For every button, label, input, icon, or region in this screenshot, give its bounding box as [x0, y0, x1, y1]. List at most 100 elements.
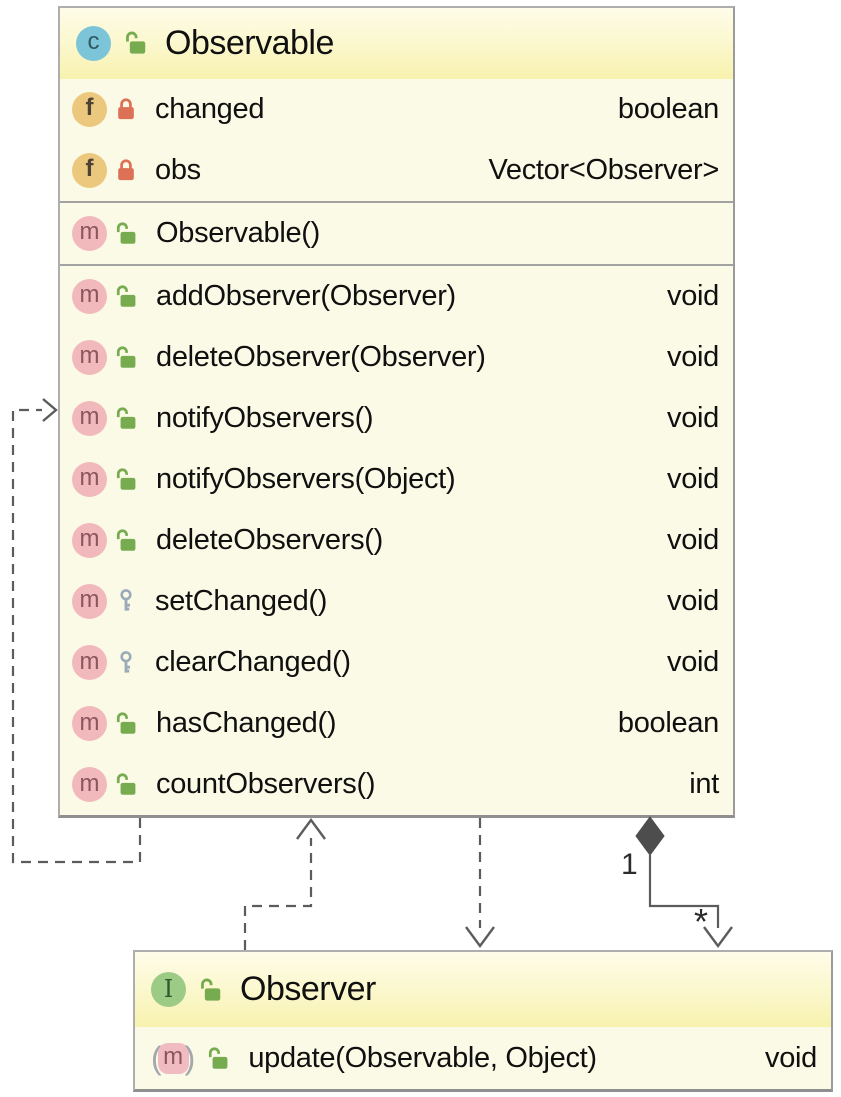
member-row[interactable]: m clearChanged() void [60, 632, 733, 693]
method-icon: m [72, 706, 107, 742]
arrowhead [703, 926, 733, 949]
member-name: hasChanged() [156, 707, 337, 740]
member-row[interactable]: ( m ) update(Observable, Object) void [135, 1027, 831, 1089]
class-icon: c [76, 25, 111, 61]
member-row[interactable]: m Observable() [60, 203, 733, 264]
member-row[interactable]: m hasChanged() boolean [60, 693, 733, 754]
method-icon: m [72, 339, 107, 375]
member-type: void [667, 646, 719, 678]
member-kind-letter: m [163, 1043, 184, 1071]
member-kind-letter: f [85, 155, 94, 183]
interface-title: Observer [240, 970, 376, 1009]
section-separator [60, 263, 733, 266]
member-row[interactable]: f obs Vector<Observer> [60, 140, 733, 201]
lock-open-icon [116, 773, 136, 795]
member-type: int [689, 768, 719, 801]
member-row[interactable]: m notifyObservers() void [60, 388, 733, 449]
member-name: setChanged() [155, 584, 328, 617]
dashed-line [11, 408, 142, 864]
aggregation-edge[interactable]: 1 * [621, 816, 733, 949]
member-name: changed [155, 92, 265, 125]
lock-open-icon [116, 468, 136, 490]
member-type: void [667, 462, 719, 495]
member-type: void [765, 1041, 817, 1074]
lock-open-icon [116, 346, 136, 368]
observer-to-observable-dependency-edge[interactable] [243, 817, 326, 950]
method-icon: m [72, 645, 107, 680]
member-kind-letter: m [79, 586, 100, 614]
member-kind-letter: m [79, 218, 100, 246]
lock-closed-icon [118, 98, 134, 120]
member-type: Vector<Observer> [488, 153, 719, 186]
member-row[interactable]: m countObservers() int [60, 754, 733, 815]
member-row[interactable]: m addObserver(Observer) void [60, 266, 733, 327]
method-icon: m [72, 215, 107, 251]
member-name: notifyObservers() [156, 401, 374, 434]
key-icon [120, 650, 132, 673]
method-icon: m [72, 522, 107, 558]
observable-to-observer-dependency-edge[interactable] [465, 818, 495, 949]
member-kind-letter: m [79, 708, 100, 736]
member-kind-letter: m [79, 403, 100, 431]
member-row[interactable]: m setChanged() void [60, 571, 733, 632]
lock-open-icon [209, 1047, 228, 1069]
observer-header[interactable]: I Observer [135, 952, 831, 1028]
member-type: void [667, 401, 719, 434]
observable-class-node[interactable]: c Observable f chang [58, 6, 735, 818]
lock-open-icon [116, 529, 136, 551]
class-title: Observable [165, 23, 334, 62]
lock-open-icon [116, 712, 136, 734]
member-kind-letter: m [79, 342, 100, 370]
interface-icon-letter: I [163, 974, 174, 1003]
observer-interface-node[interactable]: I Observer ( m ) updat [133, 950, 833, 1092]
dashed-line [243, 838, 313, 950]
member-type: boolean [617, 707, 719, 740]
abstract-method-icon: m [157, 1042, 189, 1074]
abstract-paren: ) [184, 1040, 196, 1077]
field-icon: f [72, 152, 107, 188]
member-type: void [667, 340, 719, 373]
arrowhead [42, 398, 58, 422]
member-kind-letter: f [85, 94, 94, 122]
member-name: countObservers() [156, 768, 376, 801]
abstract-paren: ( [151, 1040, 162, 1077]
member-name: Observable() [156, 216, 321, 249]
member-type: void [667, 279, 719, 312]
method-icon: m [72, 767, 107, 803]
interface-icon: I [151, 972, 186, 1008]
lock-open-icon [126, 31, 146, 55]
member-type: void [667, 523, 719, 556]
member-kind-letter: m [79, 647, 100, 675]
member-name: addObserver(Observer) [156, 279, 456, 312]
method-icon: m [72, 583, 107, 619]
observable-header[interactable]: c Observable [60, 8, 733, 79]
arrowhead [465, 926, 495, 949]
member-row[interactable]: m notifyObservers(Object) void [60, 449, 733, 510]
multiplicity-source-label: 1 [621, 848, 638, 881]
self-dependency-edge[interactable] [11, 398, 142, 864]
member-type: boolean [617, 92, 719, 125]
member-row[interactable]: m deleteObservers() void [60, 510, 733, 571]
lock-open-icon [116, 222, 136, 244]
field-icon: f [72, 91, 107, 127]
section-separator [60, 200, 733, 203]
member-kind-letter: m [79, 769, 100, 797]
member-name: deleteObservers() [156, 523, 383, 556]
lock-open-icon [116, 285, 136, 307]
lock-open-icon [201, 978, 221, 1001]
member-name: notifyObservers(Object) [156, 462, 456, 495]
multiplicity-target-label: * [694, 901, 708, 942]
method-icon: m [72, 278, 107, 314]
arrowhead [296, 817, 326, 840]
member-kind-letter: m [79, 525, 100, 553]
member-row[interactable]: f changed boolean [60, 79, 733, 140]
member-type: void [667, 584, 719, 617]
aggregation-diamond [635, 816, 665, 856]
lock-closed-icon [118, 159, 134, 181]
member-row[interactable]: m deleteObserver(Observer) void [60, 327, 733, 388]
member-name: obs [155, 153, 201, 186]
member-name: clearChanged() [155, 646, 351, 678]
method-icon: m [72, 461, 107, 497]
